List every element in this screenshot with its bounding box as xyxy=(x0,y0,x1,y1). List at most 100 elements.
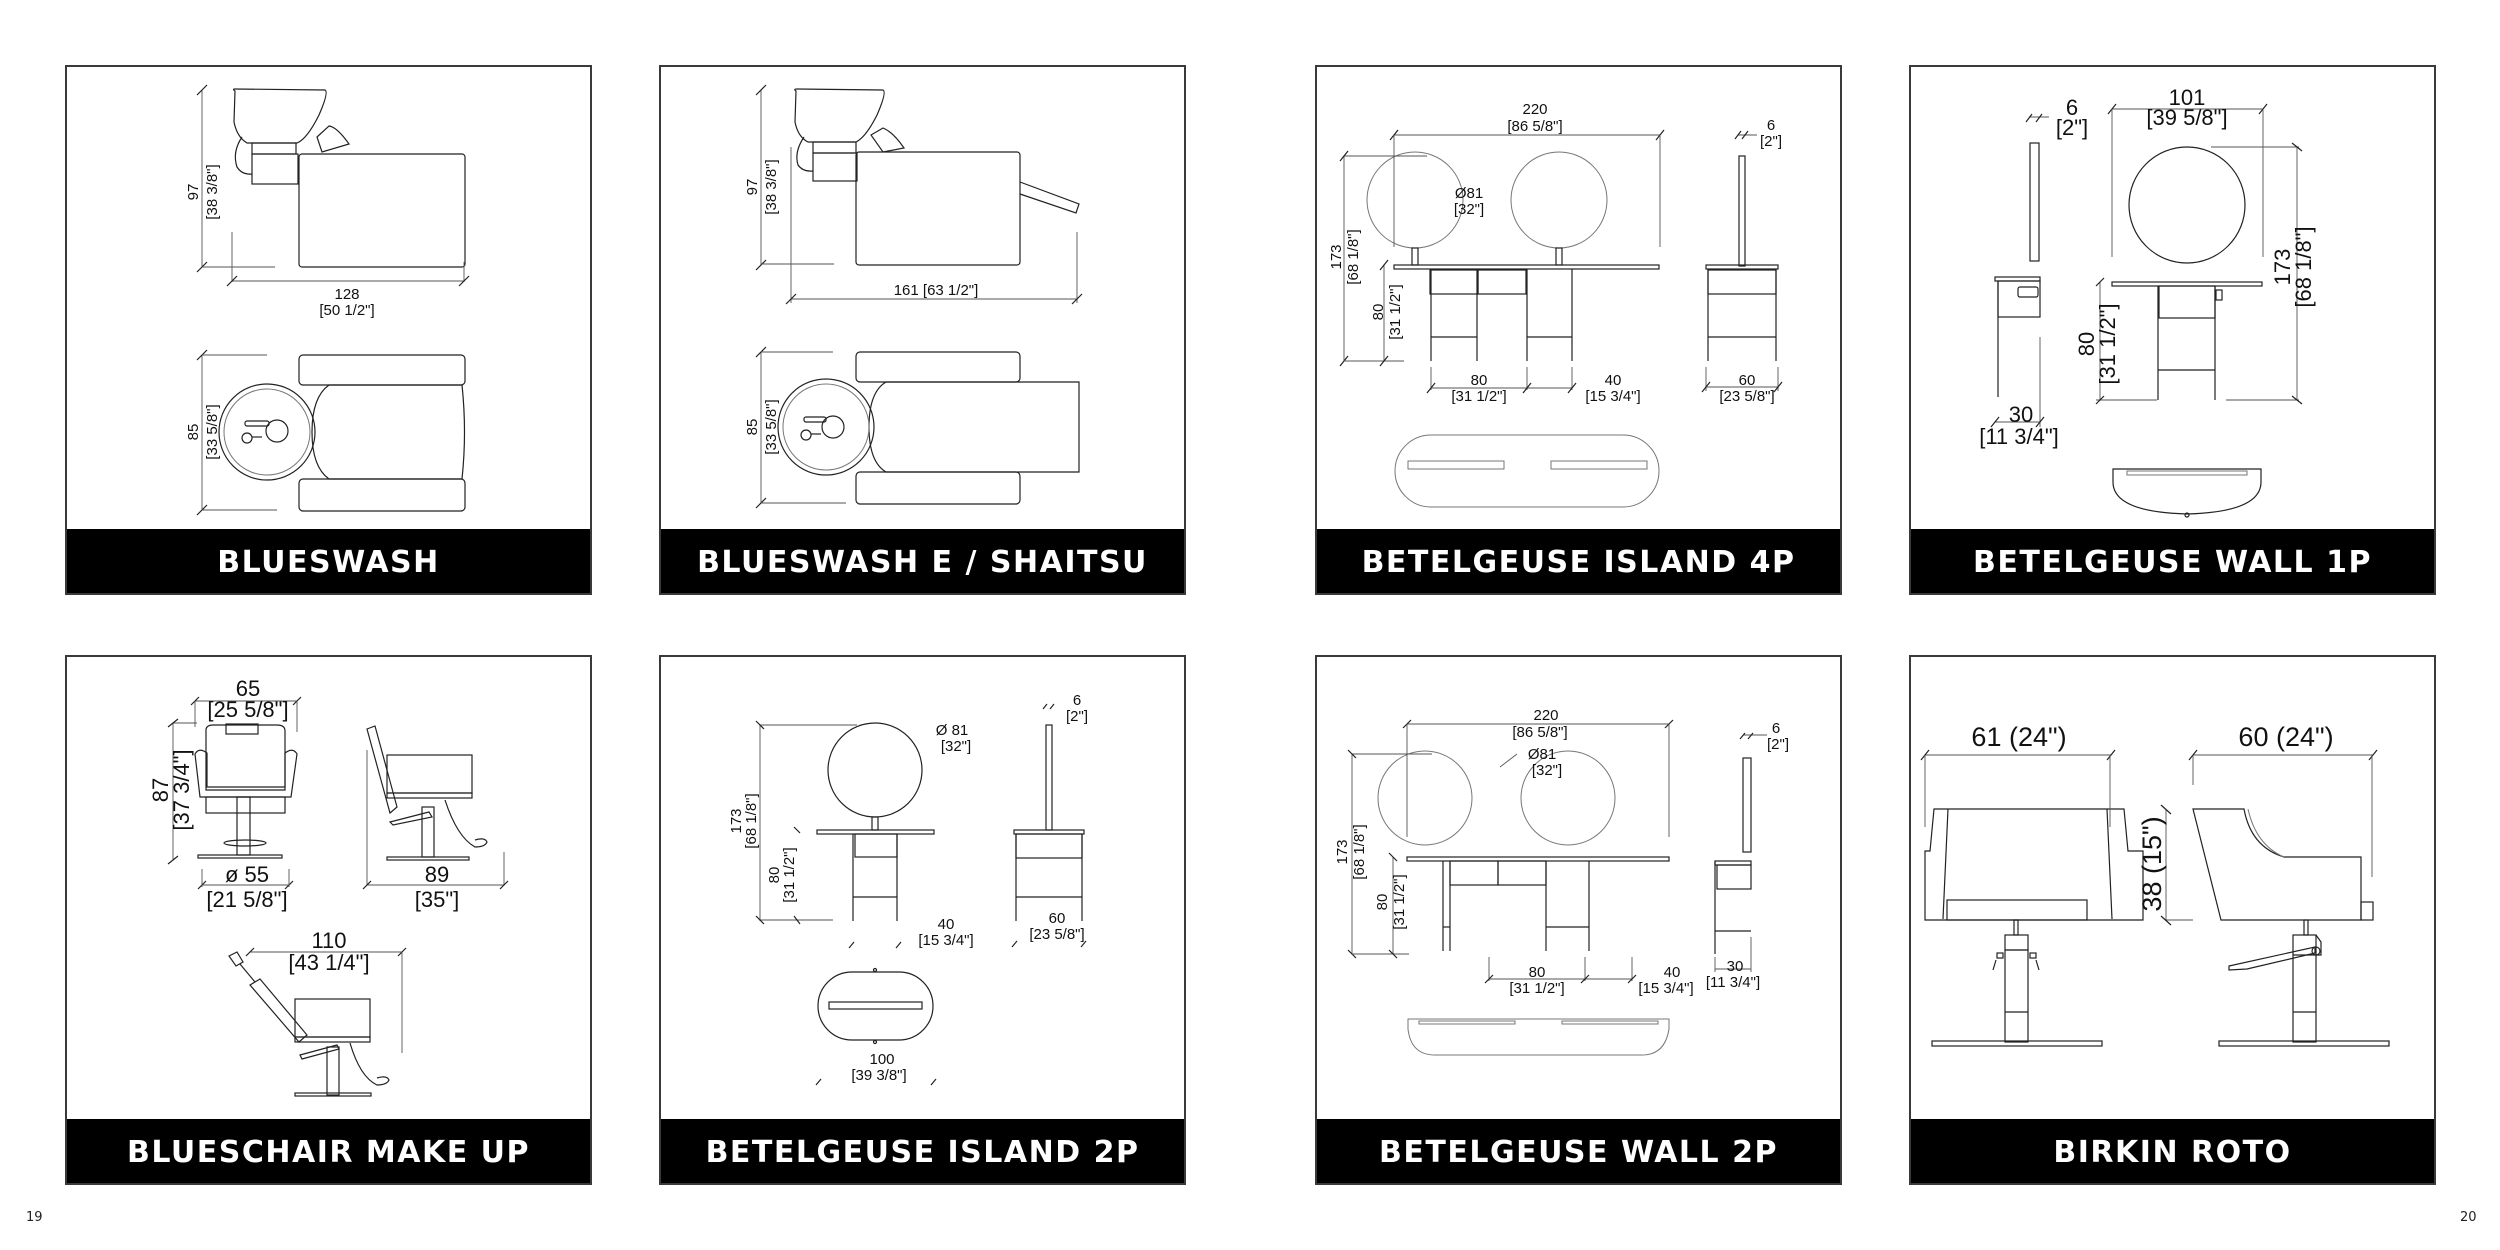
blueswash-e-side-view: 97 [38 3/8"] 161 [63 1/2"] xyxy=(744,84,1083,305)
mirror-diameter-inch-label: [32"] xyxy=(941,738,971,755)
betelgeuse-wall-2p-drawing: 220 [86 5/8"] Ø81 [32"] 173 [68 1/8"] 80… xyxy=(1334,707,1789,1056)
height-label: 173 xyxy=(1328,244,1345,269)
width-inch-label: [86 5/8"] xyxy=(1507,118,1562,135)
height-inch-label: [38 3/8"] xyxy=(763,159,780,214)
product-title: BLUESWASH xyxy=(217,544,440,580)
depth-label: 60 xyxy=(1739,372,1756,389)
top-view: 100 [39 3/8"] xyxy=(815,967,937,1086)
title-bar: BETELGEUSE ISLAND 2P xyxy=(661,1119,1184,1183)
page-number-left: 19 xyxy=(26,1210,43,1225)
height-inch-label: [68 1/8"] xyxy=(2291,226,2316,307)
blueschair-make-up-drawing: 65 [25 5/8"] 87 [37 3/4"] ø 55 [21 5/8"] xyxy=(148,676,509,1097)
side-width-label: 40 xyxy=(938,916,955,933)
side-view: 60 (24") 38 (15") xyxy=(2137,722,2390,1047)
product-card-birkin-roto: 61 (24") 60 (24") 38 (15") xyxy=(1909,655,2436,1185)
width-inch-label: [86 5/8"] xyxy=(1512,724,1567,741)
title-bar: BIRKIN ROTO xyxy=(1911,1119,2434,1183)
thickness-label: 6 xyxy=(1073,692,1081,709)
birkin-roto-drawing: 61 (24") 60 (24") 38 (15") xyxy=(1920,722,2390,1047)
page-number-right: 20 xyxy=(2460,1210,2477,1225)
mirror-diameter-label: Ø81 xyxy=(1455,185,1483,202)
side-width-inch-label: [15 3/4"] xyxy=(918,932,973,949)
product-card-blueswash: 97 [38 3/8"] 128 [50 1/2"] 85 [33 5/8"] … xyxy=(65,65,592,595)
side-width-inch-label: [15 3/4"] xyxy=(1585,388,1640,405)
depth-label: 30 xyxy=(1727,958,1744,975)
mirror-diameter-label: Ø 81 xyxy=(936,722,969,739)
product-title: BETELGEUSE ISLAND 4P xyxy=(1361,544,1796,580)
width-inch-label: [39 5/8"] xyxy=(2146,105,2227,130)
middle-width-label: 80 xyxy=(1529,964,1546,981)
depth-inch-label: [35"] xyxy=(415,887,460,912)
front-view: 173 [68 1/8"] 80 [31 1/2"] Ø 81 [32"] 40… xyxy=(728,720,974,949)
width-label: 220 xyxy=(1533,707,1558,724)
depth-label: 89 xyxy=(425,862,449,887)
blueswash-drawing: 97 [38 3/8"] 128 [50 1/2"] 85 [33 5/8"] xyxy=(185,84,470,516)
product-card-blueswash-e-shaitsu: 97 [38 3/8"] 161 [63 1/2"] 85 [33 5/8"] … xyxy=(659,65,1186,595)
thickness-inch-label: [2"] xyxy=(1767,736,1789,753)
product-title: BETELGEUSE WALL 1P xyxy=(1973,544,2372,580)
base-diameter-inch-label: [21 5/8"] xyxy=(206,887,287,912)
height-label: 97 xyxy=(744,179,761,196)
product-title: BLUESCHAIR MAKE UP xyxy=(126,1134,531,1170)
width-inch-label: [25 5/8"] xyxy=(207,697,288,722)
length-label: 128 xyxy=(334,286,359,303)
title-bar: BETELGEUSE ISLAND 4P xyxy=(1317,529,1840,593)
width-inch-label: [33 5/8"] xyxy=(204,404,221,459)
table-height-label: 80 xyxy=(1374,894,1391,911)
top-width-label: 100 xyxy=(869,1051,894,1068)
width-label: 85 xyxy=(744,419,761,436)
front-width-label: 61 (24") xyxy=(1971,722,2066,752)
height-label: 97 xyxy=(185,184,202,201)
table-height-label: 80 xyxy=(2074,332,2099,356)
width-label: 101 xyxy=(2169,85,2206,110)
side-view: 6 [2"] 30 [11 3/4"] xyxy=(1979,95,2088,449)
table-height-inch-label: [31 1/2"] xyxy=(781,847,798,902)
thickness-label: 6 xyxy=(2066,95,2078,120)
height-label: 173 xyxy=(728,808,745,833)
depth-label: 30 xyxy=(2009,402,2033,427)
thickness-inch-label: [2"] xyxy=(2056,115,2088,140)
blueswash-e-drawing: 97 [38 3/8"] 161 [63 1/2"] 85 [33 5/8"] xyxy=(744,84,1083,509)
product-card-betelgeuse-wall-2p: 220 [86 5/8"] Ø81 [32"] 173 [68 1/8"] 80… xyxy=(1315,655,1842,1185)
top-width-inch-label: [39 3/8"] xyxy=(851,1067,906,1084)
blueswash-side-view: 97 [38 3/8"] 128 [50 1/2"] xyxy=(185,84,470,319)
middle-width-label: 80 xyxy=(1471,372,1488,389)
product-card-betelgeuse-wall-1p: 6 [2"] 30 [11 3/4"] 101 xyxy=(1909,65,2436,595)
table-height-inch-label: [31 1/2"] xyxy=(1391,874,1408,929)
table-height-inch-label: [31 1/2"] xyxy=(2095,303,2120,384)
front-view: 220 [86 5/8"] Ø81 [32"] 173 [68 1/8"] 80… xyxy=(1334,707,1694,997)
front-view: 220 [86 5/8"] Ø81 [32"] 173 [68 1/8"] 80… xyxy=(1328,101,1665,405)
product-title: BETELGEUSE WALL 2P xyxy=(1379,1134,1778,1170)
height-label: 173 xyxy=(1334,839,1351,864)
recline-length-inch-label: [43 1/4"] xyxy=(288,950,369,975)
depth-inch-label: [11 3/4"] xyxy=(1706,974,1760,991)
side-view: 89 [35"] xyxy=(362,725,509,912)
title-bar: BETELGEUSE WALL 1P xyxy=(1911,529,2434,593)
product-title: BETELGEUSE ISLAND 2P xyxy=(705,1134,1140,1170)
thickness-inch-label: [2"] xyxy=(1760,133,1782,150)
betelgeuse-wall-1p-drawing: 6 [2"] 30 [11 3/4"] 101 xyxy=(1979,85,2316,518)
reclined-view: 110 [43 1/4"] xyxy=(228,928,407,1097)
depth-label: 60 xyxy=(1049,910,1066,927)
blueswash-top-view: 85 [33 5/8"] xyxy=(185,349,466,516)
depth-inch-label: [11 3/4"] xyxy=(1979,424,2059,449)
side-view: 6 [2"] 60 [23 5/8"] xyxy=(1011,692,1088,948)
product-card-betelgeuse-island-2p: 173 [68 1/8"] 80 [31 1/2"] Ø 81 [32"] 40… xyxy=(659,655,1186,1185)
product-card-betelgeuse-island-4p: 220 [86 5/8"] Ø81 [32"] 173 [68 1/8"] 80… xyxy=(1315,65,1842,595)
height-inch-label: [68 1/8"] xyxy=(743,793,760,848)
top-view xyxy=(1407,1018,1670,1056)
recline-length-label: 110 xyxy=(311,928,346,953)
width-label: 85 xyxy=(185,424,202,441)
height-inch-label: [37 3/4"] xyxy=(169,749,194,830)
thickness-label: 6 xyxy=(1767,117,1775,134)
table-height-label: 80 xyxy=(1370,304,1387,321)
middle-width-inch-label: [31 1/2"] xyxy=(1509,980,1564,997)
mirror-diameter-inch-label: [32"] xyxy=(1454,201,1484,218)
middle-width-inch-label: [31 1/2"] xyxy=(1451,388,1506,405)
title-bar: BLUESWASH E / SHAITSU xyxy=(661,529,1184,593)
length-label: 161 [63 1/2"] xyxy=(894,282,979,299)
height-inch-label: [38 3/8"] xyxy=(204,164,221,219)
top-view xyxy=(2112,468,2262,518)
depth-inch-label: [23 5/8"] xyxy=(1029,926,1084,943)
length-inch-label: [50 1/2"] xyxy=(319,302,374,319)
